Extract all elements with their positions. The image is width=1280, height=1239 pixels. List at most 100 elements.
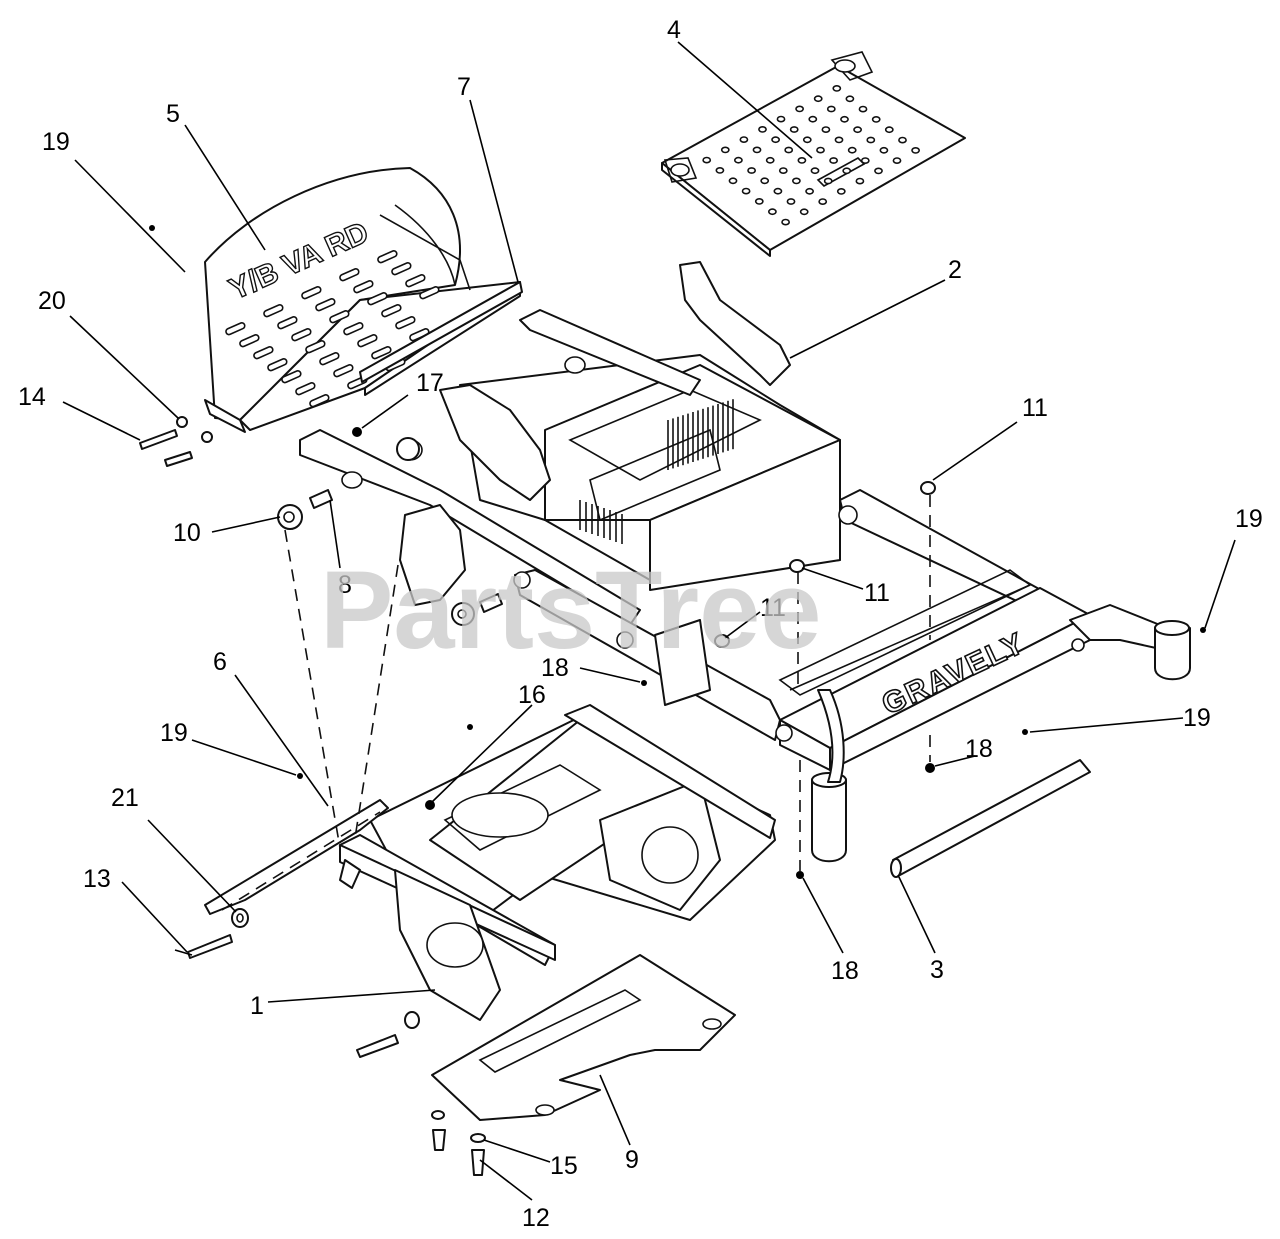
panel-slot xyxy=(405,274,426,288)
part-7-strip xyxy=(359,281,523,383)
callout-11-c: 11 xyxy=(760,594,786,622)
panel-slot xyxy=(291,328,312,342)
plate-hole xyxy=(866,136,876,144)
callout-10: 10 xyxy=(173,519,201,547)
panel-slot xyxy=(281,370,302,384)
callout-19-a: 19 xyxy=(42,128,70,156)
bushing-duplicate xyxy=(396,437,475,626)
callout-19-c: 19 xyxy=(1183,704,1211,732)
part-6-side-bar xyxy=(204,799,389,915)
part-11-nuts xyxy=(714,481,936,648)
plate-hole xyxy=(805,187,814,195)
callout-20: 20 xyxy=(38,287,66,315)
plate-hole xyxy=(834,136,844,144)
part-20-washers xyxy=(176,416,213,443)
callout-12: 12 xyxy=(522,1204,550,1232)
panel-slot xyxy=(309,394,330,408)
plate-hole xyxy=(842,167,852,175)
part-8-pins xyxy=(309,489,503,613)
callout-18-c: 18 xyxy=(831,957,859,985)
plate-hole xyxy=(855,177,865,185)
panel-slot xyxy=(339,268,360,282)
plate-hole xyxy=(771,136,780,144)
plate-hole xyxy=(747,167,756,174)
callout-8: 8 xyxy=(338,571,352,599)
panel-slot xyxy=(329,310,350,324)
callout-17: 17 xyxy=(416,369,444,397)
plate-hole xyxy=(871,116,881,123)
panel-slot xyxy=(301,286,322,300)
panel-slot xyxy=(267,358,288,372)
plate-hole xyxy=(768,208,777,216)
part-17-nut xyxy=(352,427,362,437)
panel-slot xyxy=(319,352,340,366)
panel-slot xyxy=(253,346,274,360)
part-18-nut-c xyxy=(796,871,804,879)
plate-hole xyxy=(776,115,786,123)
callout-2: 2 xyxy=(948,256,962,284)
callout-1: 1 xyxy=(250,992,264,1020)
part-1-front-frame xyxy=(339,704,776,1021)
panel-slot xyxy=(315,298,336,312)
part-10-bushing xyxy=(277,504,303,530)
plate-hole xyxy=(845,95,855,103)
part-15-12-fasteners xyxy=(431,1110,486,1176)
callout-11-a: 11 xyxy=(1022,394,1048,422)
front-bolt-and-washer xyxy=(356,1011,420,1058)
plate-hole xyxy=(789,126,799,133)
callout-18-a: 18 xyxy=(541,654,569,682)
callout-3: 3 xyxy=(930,956,944,984)
plate-hole xyxy=(836,187,846,195)
plate-hole xyxy=(728,177,738,185)
plate-hole xyxy=(874,167,883,175)
callout-19-b: 19 xyxy=(160,719,188,747)
plate-hole xyxy=(813,95,823,103)
panel-slot xyxy=(263,304,284,318)
panel-slot xyxy=(391,262,412,276)
plate-hole xyxy=(734,156,743,164)
plate-hole xyxy=(702,156,712,164)
plate-hole xyxy=(754,197,764,205)
plate-hole xyxy=(821,126,831,134)
part-21-washer xyxy=(231,908,249,928)
panel-slots xyxy=(225,250,440,408)
plate-hole xyxy=(799,208,809,216)
plate-holes xyxy=(702,85,920,226)
panel-slot xyxy=(333,364,354,378)
plate-hole xyxy=(892,157,902,164)
plate-hole xyxy=(797,156,807,164)
leader-lines xyxy=(62,41,1236,1201)
panel-slot xyxy=(277,316,298,330)
plate-hole xyxy=(784,146,794,154)
watermark: PartsTree xyxy=(320,549,821,672)
part-18-nut-a xyxy=(641,680,647,686)
part-19-screw-b xyxy=(297,773,303,779)
plate-hole xyxy=(792,177,801,185)
plate-hole xyxy=(808,115,818,123)
plate-hole xyxy=(847,146,857,154)
part-2-main-frame: GRAVELY xyxy=(299,261,1191,863)
part-9-bottom-plate xyxy=(431,954,736,1121)
plate-hole xyxy=(911,146,920,154)
plate-hole xyxy=(715,166,725,174)
part-19-screw-c xyxy=(1022,729,1028,735)
plate-hole xyxy=(884,126,894,134)
panel-slot xyxy=(343,322,364,336)
hardware xyxy=(139,225,1206,1176)
plate-hole xyxy=(773,187,783,195)
plate-hole xyxy=(752,146,762,154)
plate-hole xyxy=(826,105,836,113)
part-13-bolt xyxy=(187,934,233,959)
callout-19-d: 19 xyxy=(1235,505,1263,533)
plate-hole xyxy=(879,146,889,154)
callout-5: 5 xyxy=(166,100,180,128)
part-3-rod xyxy=(890,759,1091,878)
plate-hole xyxy=(853,126,862,134)
panel-slot xyxy=(395,316,416,330)
plate-hole xyxy=(802,136,812,144)
plate-hole xyxy=(758,125,767,133)
plate-hole xyxy=(778,167,788,174)
plate-hole xyxy=(823,177,833,185)
callout-9: 9 xyxy=(625,1146,639,1174)
panel-slot xyxy=(305,340,326,354)
